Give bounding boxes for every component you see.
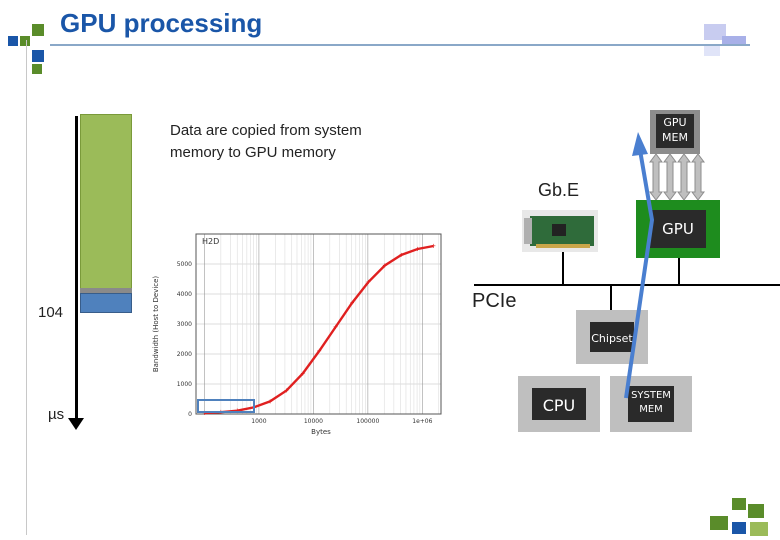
logo-square — [732, 498, 746, 510]
plot-point: + — [235, 406, 240, 415]
logo-square — [748, 504, 764, 518]
plot-ylabel: Bandwidth (Host to Device) — [152, 276, 160, 373]
system-mem-label-line-2: MEM — [639, 404, 663, 415]
gbe-card-connector — [536, 244, 590, 248]
pcie-connector-gpu — [678, 258, 680, 284]
timeline-value-label: 104 — [38, 304, 64, 321]
plot-point: + — [350, 299, 355, 308]
data-copy-path — [624, 132, 654, 399]
plot-frame — [195, 233, 442, 415]
title-underline — [50, 44, 750, 46]
plot-background — [146, 228, 456, 436]
gpu-label: GPU — [662, 220, 694, 238]
logo-square — [750, 522, 768, 536]
plot-xlabel: Bytes — [311, 428, 331, 436]
data-path-line — [624, 149, 654, 399]
gpu-mem-box: GPU MEM — [650, 110, 700, 154]
logo-square — [32, 50, 44, 62]
plot-xtick-label: 1000 — [251, 418, 266, 425]
plot-point: + — [202, 409, 207, 418]
data-path-arrowhead — [632, 132, 648, 156]
pcie-bus — [474, 284, 780, 286]
system-mem-label-line-1: SYSTEM — [631, 390, 671, 401]
timeline-arrowhead — [68, 418, 84, 430]
logo-square — [722, 36, 746, 46]
gpu-mem-inner — [656, 114, 694, 148]
cpu-box: CPU — [518, 376, 600, 432]
plot-point: + — [382, 261, 387, 270]
left-margin-line — [26, 40, 27, 535]
plot-xtick-label: 10000 — [304, 418, 323, 425]
gbe-card-chip — [552, 224, 566, 236]
bus-arrow — [663, 154, 677, 200]
timeline-axis — [75, 116, 78, 422]
logo-square — [704, 44, 720, 56]
logo-square — [8, 36, 18, 46]
logo-square — [704, 24, 726, 40]
cpu-time-bar — [80, 114, 132, 290]
plot-tick-labels: 0 1000 2000 3000 4000 5000 1000 10000 100000 1e+0… — [177, 261, 433, 425]
plot-xtick-label: 1e+06 — [412, 418, 432, 425]
chipset-box: Chipset — [576, 310, 648, 364]
bandwidth-plot: 0 1000 2000 3000 4000 5000 1000 10000 100000 1e+0… — [146, 228, 456, 436]
plot-point: + — [399, 251, 404, 260]
plot-ytick-label: 1000 — [177, 381, 192, 388]
logo-squares-top — [8, 20, 48, 78]
gpu-mem-label-line-2: MEM — [662, 131, 688, 144]
logo-square — [710, 516, 728, 530]
logo-square — [732, 522, 746, 534]
gpu-inner — [650, 210, 706, 248]
pcie-label: PCIe — [472, 290, 517, 312]
gbe-card-bracket — [524, 218, 532, 244]
logo-square — [32, 24, 44, 36]
plot-ytick-label: 5000 — [177, 261, 192, 268]
plot-point: + — [366, 278, 371, 287]
plot-point: + — [317, 347, 322, 356]
plot-ytick-label: 2000 — [177, 351, 192, 358]
plot-ytick-label: 0 — [188, 411, 192, 418]
chipset-label: Chipset — [591, 332, 633, 345]
gpu-mem-label: GPU MEM — [656, 115, 694, 145]
logo-square — [20, 36, 30, 46]
plot-series-h2d — [204, 244, 434, 415]
caption-line-2: memory to GPU memory — [170, 144, 336, 161]
gbe-card-image — [522, 210, 598, 252]
plot-point: + — [300, 369, 305, 378]
system-mem-label: SYSTEM MEM — [628, 389, 674, 417]
bus-arrow — [677, 154, 691, 200]
plot-legend: H2D — [202, 237, 219, 246]
system-mem-box: SYSTEM MEM — [610, 376, 692, 432]
system-mem-inner — [628, 386, 674, 422]
plot-point: + — [415, 245, 420, 254]
slide-title: GPU processing — [60, 8, 263, 38]
plot-xtick-label: 100000 — [356, 418, 379, 425]
chipset-inner — [590, 322, 634, 352]
gbe-label: Gb.E — [538, 180, 580, 200]
plot-point: + — [268, 397, 273, 406]
pcie-connector-gbe — [562, 252, 564, 284]
logo-squares-bottom-right — [708, 498, 770, 538]
slide-caption: Data are copied from system memory to GP… — [170, 120, 362, 164]
logo-square — [32, 64, 42, 74]
bus-arrow — [691, 154, 705, 200]
timeline-unit-label: µs — [48, 406, 65, 423]
pcie-connector-chipset — [610, 284, 612, 310]
memory-bus-arrows — [649, 154, 705, 200]
plot-point: + — [431, 242, 436, 251]
transfer-time-bar — [80, 293, 132, 313]
gray-separator — [80, 288, 132, 293]
gpu-mem-label-line-1: GPU — [663, 116, 687, 129]
cpu-inner — [532, 388, 586, 420]
small-transfer-highlight — [197, 399, 255, 413]
logo-squares-top-right — [696, 24, 748, 58]
plot-ytick-label: 4000 — [177, 291, 192, 298]
plot-point: + — [333, 323, 338, 332]
plot-point: + — [284, 386, 289, 395]
cpu-label: CPU — [542, 396, 576, 415]
caption-line-1: Data are copied from system — [170, 122, 362, 139]
plot-ytick-label: 3000 — [177, 321, 192, 328]
bus-arrow — [649, 154, 663, 200]
plot-points: +++++++++++++++ — [202, 242, 436, 418]
